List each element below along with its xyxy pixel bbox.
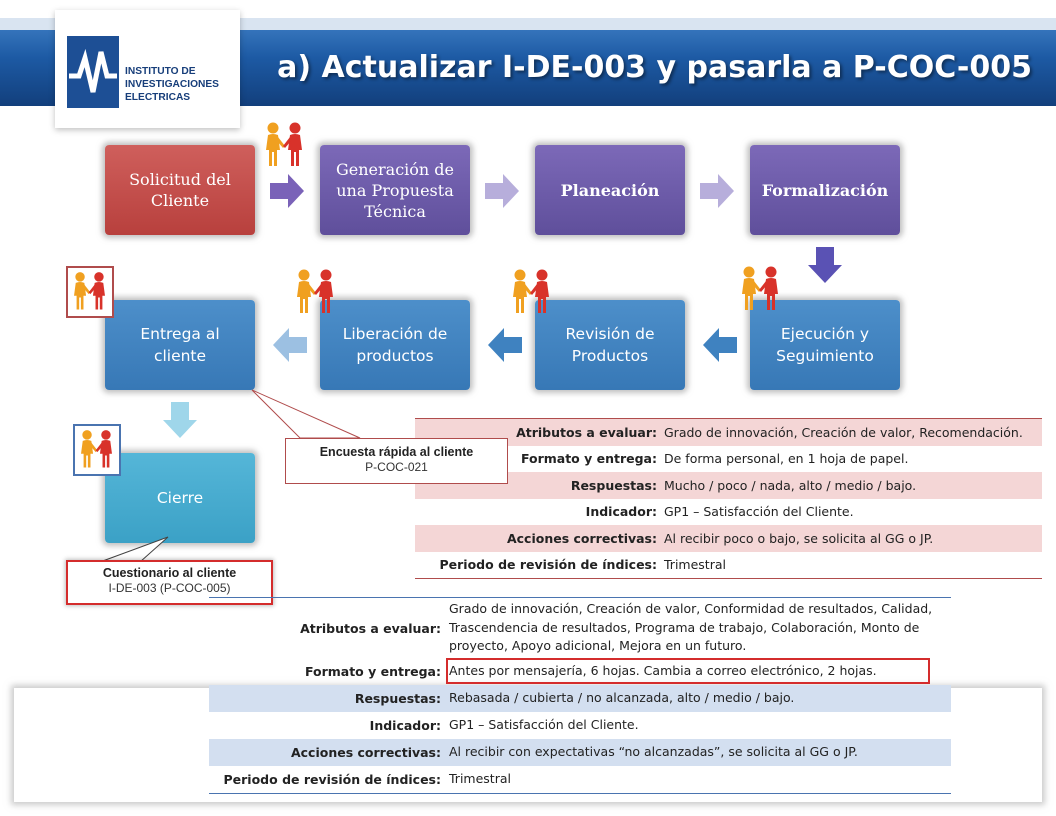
encuesta-table: Atributos a evaluar: Grado de innovación… [415,418,1042,579]
callout-encuesta: Encuesta rápida al cliente P-COC-021 [285,438,508,484]
table-label: Acciones correctivas: [415,525,660,552]
table-label: Acciones correctivas: [209,739,445,766]
table-value: Al recibir con expectativas “no alcanzad… [445,739,951,766]
logo-text: INSTITUTO DE INVESTIGACIONES ELECTRICAS [125,65,237,104]
table-label: Indicador: [369,718,441,733]
table-row: Acciones correctivas: Al recibir con exp… [209,739,951,766]
step-revision-productos: Revisión de Productos [535,300,685,390]
handshake-people-icon-framed [73,424,121,476]
handshake-people-icon [68,268,111,315]
logo-line-2: INVESTIGACIONES [125,79,219,90]
handshake-people-icon-framed [66,266,114,318]
arrow-down-icon [808,247,842,283]
step-propuesta-label: Generación de una Propuesta Técnica [335,159,455,221]
step-propuesta-tecnica: Generación de una Propuesta Técnica [320,145,470,235]
callout-encuesta-title: Encuesta rápida al cliente [319,445,474,459]
handshake-people-icon [290,267,340,317]
table-row: Formato y entrega: De forma personal, en… [415,446,1042,473]
handshake-people-icon [735,264,785,314]
table-label: Respuestas: [209,685,445,712]
logo-line-1: INSTITUTO DE [125,66,196,77]
table-label: Formato y entrega: [520,451,657,467]
table-label: Periodo de revisión de índices: [439,557,658,573]
table-row: Periodo de revisión de índices: Trimestr… [209,766,951,794]
arrow-left-icon [703,328,737,362]
table-value: Grado de innovación, Creación de valor, … [660,418,1042,446]
step-formalizacion-label: Formalización [761,180,889,200]
step-solicitud-cliente: Solicitud del Cliente [105,145,255,235]
step-liberacion-productos: Liberación de productos [320,300,470,390]
step-entrega-label: Entrega al cliente [140,325,220,365]
table-row: Formato y entrega: Antes por mensajería,… [209,658,951,685]
step-ejecucion-label: Ejecución y Seguimiento [776,325,874,365]
step-planeacion: Planeación [535,145,685,235]
table-row: Respuestas: Mucho / poco / nada, alto / … [415,472,1042,499]
arrow-right-icon [270,174,304,208]
callout-cuestionario-title: Cuestionario al cliente [102,566,237,580]
formato-highlight-box [446,658,930,684]
step-planeacion-label: Planeación [560,180,660,200]
table-label: Atributos a evaluar: [300,620,441,636]
table-value: GP1 – Satisfacción del Cliente. [449,717,639,733]
table-value: Trimestral [664,557,726,573]
table-value: Antes por mensajería, 6 hojas. Cambia a … [449,663,877,679]
logo: INSTITUTO DE INVESTIGACIONES ELECTRICAS [55,10,240,128]
table-row: Respuestas: Rebasada / cubierta / no alc… [209,685,951,712]
callout-cuestionario: Cuestionario al cliente I-DE-003 (P-COC-… [66,560,273,605]
arrow-left-icon [273,328,307,362]
table-value: GP1 – Satisfacción del Cliente. [664,504,854,520]
table-value: Al recibir poco o bajo, se solicita al G… [660,525,1042,552]
table-value: Mucho / poco / nada, alto / medio / bajo… [660,472,1042,499]
arrow-right-icon [700,174,734,208]
step-cierre-label: Cierre [156,489,204,507]
arrow-down-icon [163,402,197,438]
table-row: Atributos a evaluar: Grado de innovación… [415,418,1042,446]
handshake-people-icon [75,426,118,473]
table-row: Acciones correctivas: Al recibir poco o … [415,525,1042,552]
table-row: Indicador: GP1 – Satisfacción del Client… [209,712,951,739]
logo-line-3: ELECTRICAS [125,92,191,103]
handshake-people-icon [506,267,556,317]
table-row: Atributos a evaluar: Grado de innovación… [209,598,951,659]
step-formalizacion: Formalización [750,145,900,235]
callout-encuesta-code: P-COC-021 [365,460,428,474]
arrow-right-icon [485,174,519,208]
step-revision-label: Revisión de Productos [565,325,655,365]
table-label: Periodo de revisión de índices: [223,772,442,787]
step-solicitud-label: Solicitud del Cliente [129,170,231,210]
step-cierre: Cierre [105,453,255,543]
cuestionario-table: Atributos a evaluar: Grado de innovación… [209,597,951,794]
step-ejecucion-seguimiento: Ejecución y Seguimiento [750,300,900,390]
table-label: Formato y entrega: [304,664,441,679]
arrow-left-icon [488,328,522,362]
table-value: Trimestral [449,771,511,787]
iie-logo-icon [67,36,119,108]
table-value: Rebasada / cubierta / no alcanzada, alto… [445,685,951,712]
handshake-people-icon [259,120,309,170]
table-value: De forma personal, en 1 hoja de papel. [664,451,909,467]
table-row: Indicador: GP1 – Satisfacción del Client… [415,499,1042,526]
page-title: a) Actualizar I-DE-003 y pasarla a P-COC… [277,50,1032,85]
table-value: Grado de innovación, Creación de valor, … [449,601,933,654]
table-row: Periodo de revisión de índices: Trimestr… [415,552,1042,579]
step-liberacion-label: Liberación de productos [342,325,448,365]
step-entrega-cliente: Entrega al cliente [105,300,255,390]
table-label: Indicador: [585,504,657,520]
callout-cuestionario-code: I-DE-003 (P-COC-005) [108,581,231,595]
